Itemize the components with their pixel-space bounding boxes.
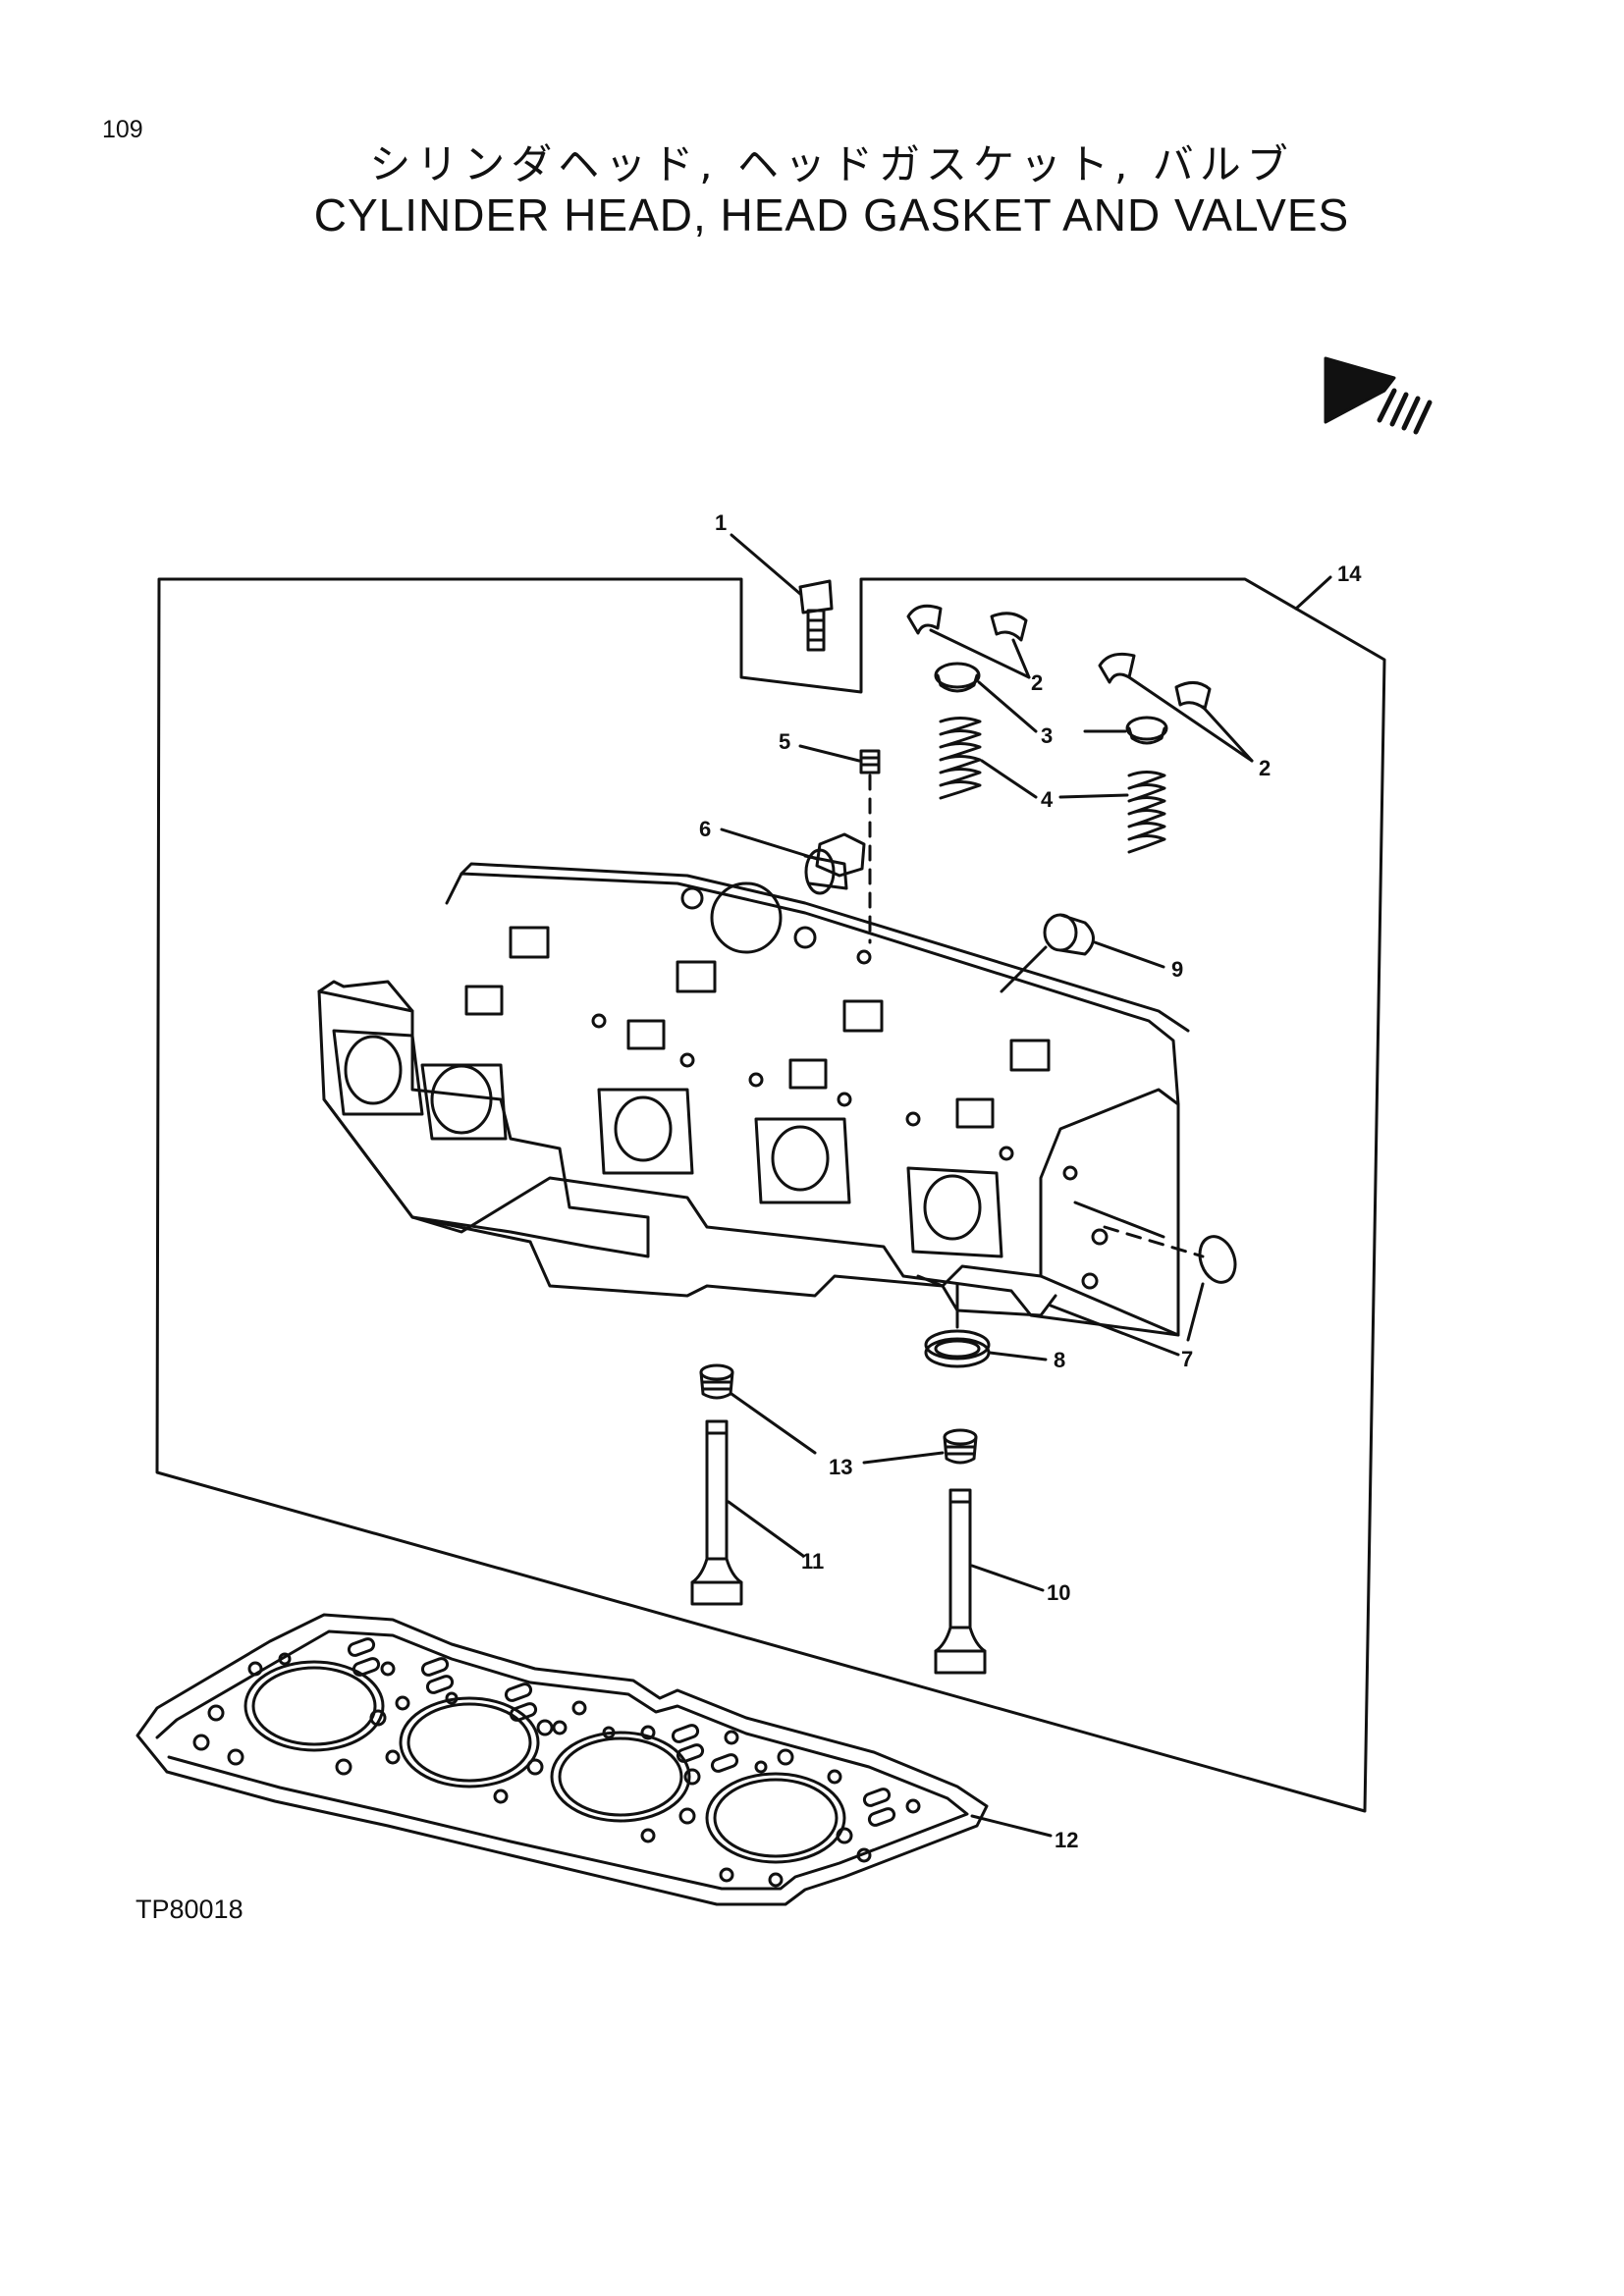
seat-insert-part-9 <box>1043 913 1095 956</box>
callout-2: 2 <box>1031 670 1043 695</box>
page-title-japanese: シリンダヘッド, ヘッドガスケット, バルブ <box>369 140 1294 188</box>
page-number: 109 <box>102 116 143 143</box>
head-gasket-part-12 <box>135 1613 989 1906</box>
callout-9: 9 <box>1171 957 1183 982</box>
valve-part-11 <box>690 1419 743 1606</box>
fitting-part-6 <box>803 832 866 895</box>
callout-8: 8 <box>1054 1348 1065 1372</box>
callout-7: 7 <box>1181 1347 1193 1371</box>
callout-3: 3 <box>1041 723 1053 748</box>
valve-spring-part-4 <box>939 717 1166 854</box>
seal-ring-part-8 <box>924 1329 991 1368</box>
front-direction-arrow-icon <box>1324 356 1433 435</box>
callout-10: 10 <box>1047 1580 1070 1605</box>
callout-13: 13 <box>829 1455 852 1479</box>
cap-plug-part-7 <box>1198 1235 1237 1284</box>
callout-11: 11 <box>801 1549 824 1574</box>
callout-1: 1 <box>715 510 727 535</box>
figure-code: TP80018 <box>135 1895 244 1924</box>
plug-part-5 <box>859 749 881 774</box>
callout-5: 5 <box>779 729 790 754</box>
callout-14: 14 <box>1337 561 1362 586</box>
valve-collet-part-2 <box>906 604 1212 711</box>
valve-part-10 <box>934 1488 987 1675</box>
callout-6: 6 <box>699 817 711 841</box>
cylinder-head-body <box>317 862 1190 1357</box>
stem-seal-part-13 <box>699 1363 978 1465</box>
cylinder-head-assembly-panel <box>155 577 1386 1813</box>
callout-2: 2 <box>1259 756 1271 780</box>
callout-4: 4 <box>1041 787 1054 812</box>
page-title-english: CYLINDER HEAD, HEAD GASKET AND VALVES <box>313 189 1350 240</box>
callout-12: 12 <box>1055 1828 1078 1852</box>
spring-retainer-part-3 <box>934 662 1168 745</box>
bolt-part-1 <box>798 579 834 652</box>
